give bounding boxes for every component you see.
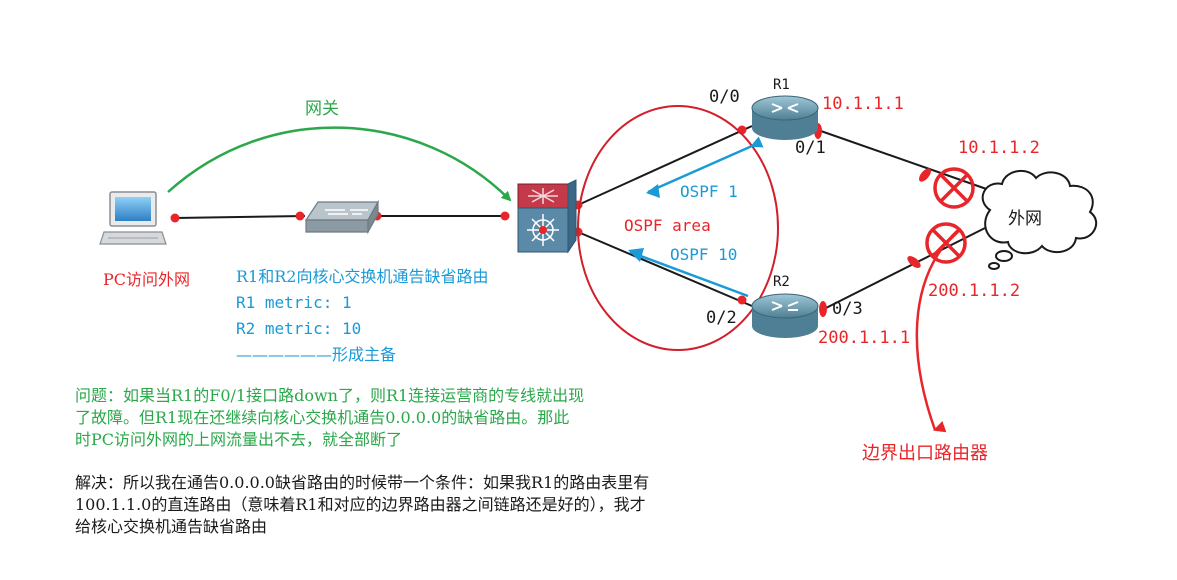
links <box>174 125 996 311</box>
pc-access-label: PC访问外网 <box>103 270 191 289</box>
core-switch-icon[interactable] <box>517 179 577 254</box>
border-router-1-icon[interactable] <box>933 167 975 209</box>
ospf-area-label: OSPF area <box>624 216 711 235</box>
internet-cloud-label: 外网 <box>1008 209 1042 229</box>
announce-note: R1和R2向核心交换机通告缺省路由 <box>236 267 489 286</box>
r1-router-icon[interactable] <box>751 95 819 140</box>
r2-port-02-label: 0/2 <box>706 308 737 328</box>
access-switch-icon[interactable] <box>304 199 380 235</box>
link-pc-switch <box>174 215 306 219</box>
ospf10-label: OSPF 10 <box>670 245 738 264</box>
ospf1-label: OSPF 1 <box>680 182 738 201</box>
r2-ip-label: 200.1.1.1 <box>818 328 911 348</box>
problem-line: 时PC访问外网的上网流量出不去，就全部断了 <box>75 430 403 449</box>
r2-router-icon[interactable] <box>751 293 819 338</box>
r2-metric-note: R2 metric: 10 <box>236 319 362 338</box>
solution-line: 100.1.1.0的直连路由（意味着R1和对应的边界路由器之间链路还是好的），我… <box>75 495 646 514</box>
r1-port-01-label: 0/1 <box>795 138 826 158</box>
primary-backup-note: ——————形成主备 <box>236 345 397 364</box>
problem-paragraph: 问题：如果当R1的F0/1接口路down了，则R1连接运营商的专线就出现 了故障… <box>75 385 584 451</box>
isp2-ip-label: 200.1.1.2 <box>928 281 1021 301</box>
gateway-label: 网关 <box>305 99 339 119</box>
link-core-r2 <box>577 231 753 307</box>
r2-port-03-label: 0/3 <box>832 299 863 319</box>
border-router-2-icon[interactable] <box>925 222 967 264</box>
metric-notes: R1和R2向核心交换机通告缺省路由 R1 metric: 1 R2 metric… <box>236 266 488 366</box>
problem-line: 问题：如果当R1的F0/1接口路down了，则R1连接运营商的专线就出现 <box>75 386 585 405</box>
border-router-label: 边界出口路由器 <box>862 443 988 464</box>
r1-name-label: R1 <box>773 77 790 93</box>
link-r2-internet <box>821 227 986 311</box>
r1-port-00-label: 0/0 <box>709 87 740 107</box>
isp1-ip-label: 10.1.1.2 <box>958 138 1040 158</box>
r2-name-label: R2 <box>773 274 790 290</box>
solution-line: 解决：所以我在通告0.0.0.0缺省路由的时候带一个条件：如果我R1的路由表里有 <box>75 473 650 492</box>
ospf-area-ellipse <box>577 105 779 351</box>
ospf10-arrow <box>629 250 749 298</box>
problem-line: 了故障。但R1现在还继续向核心交换机通告0.0.0.0的缺省路由。那此 <box>75 408 570 427</box>
solution-line: 给核心交换机通告缺省路由 <box>75 517 268 536</box>
internet-cloud-icon <box>981 169 1097 270</box>
link-r1-internet <box>817 129 996 193</box>
r1-metric-note: R1 metric: 1 <box>236 293 352 312</box>
port-markers <box>814 123 931 317</box>
gateway-arrow <box>167 126 512 202</box>
pc-icon[interactable] <box>99 191 167 245</box>
r1-ip-label: 10.1.1.1 <box>822 94 904 114</box>
link-core-r1 <box>577 125 753 206</box>
solution-paragraph: 解决：所以我在通告0.0.0.0缺省路由的时候带一个条件：如果我R1的路由表里有… <box>75 472 649 538</box>
ospf1-arrow <box>647 136 764 194</box>
